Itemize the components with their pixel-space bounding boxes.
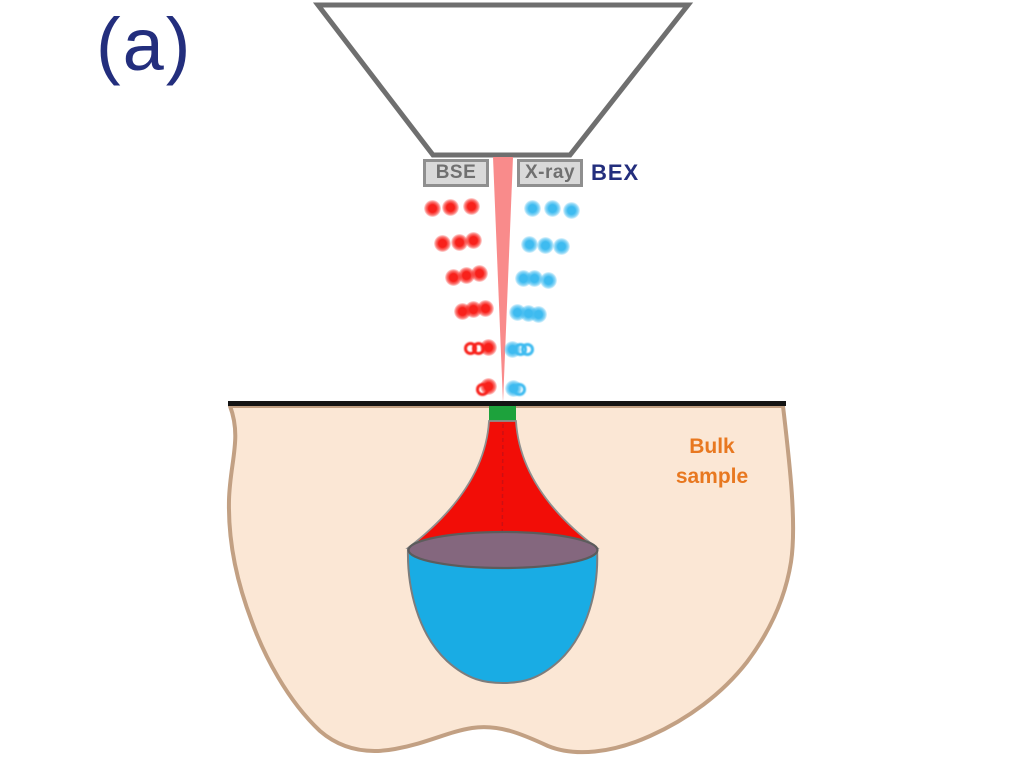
bse-signal-box: BSE (423, 159, 489, 187)
xray-signal-label: X-ray (524, 162, 576, 183)
bse-signal-label: BSE (435, 162, 477, 183)
bulk-sample-label: Bulk sample (652, 432, 772, 492)
electron-column-shape (312, 2, 694, 158)
xray-generation-sphere (406, 548, 599, 685)
beam-entry-spot (489, 406, 516, 421)
sample-surface-line (228, 401, 786, 406)
bex-label: BEX (591, 160, 640, 185)
xray-signal-box: X-ray (517, 159, 583, 187)
bulk-sample-label-line2: sample (675, 465, 749, 488)
panel-label: (a) (96, 3, 193, 86)
cross-section-disc (407, 530, 599, 570)
bulk-sample-label-line1: Bulk (689, 435, 735, 458)
beam-axis-dashed-line (501, 423, 504, 565)
electron-beam (493, 157, 513, 403)
